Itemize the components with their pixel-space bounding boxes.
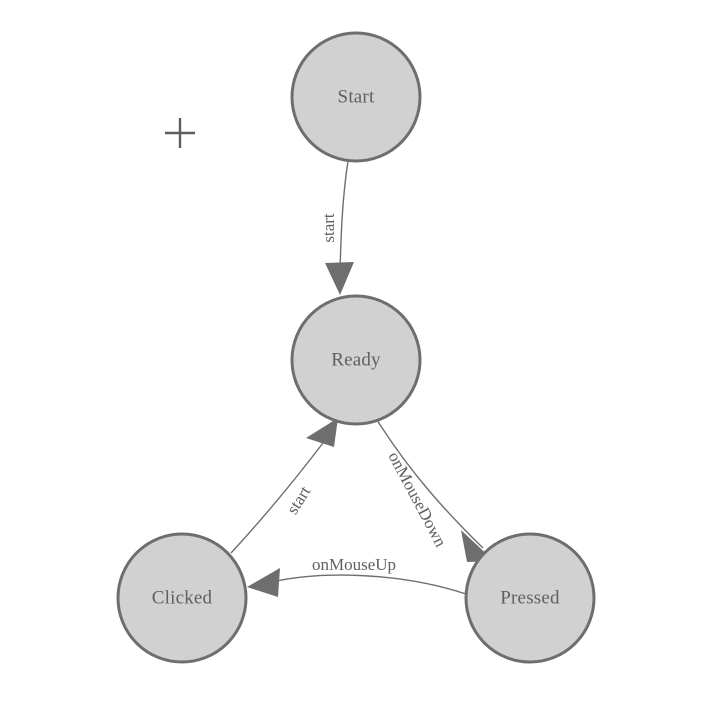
node-clicked-circle xyxy=(116,532,248,664)
edge-clicked-to-ready-path xyxy=(230,442,324,554)
edge-clicked-to-ready-arrowhead xyxy=(306,418,338,447)
node-clicked-label: Clicked xyxy=(152,587,213,608)
edge-clicked-to-ready[interactable]: start xyxy=(230,418,338,554)
crosshair-cursor-icon xyxy=(165,118,195,148)
node-pressed[interactable]: Pressed xyxy=(464,532,596,664)
node-start[interactable]: Start xyxy=(290,31,422,163)
edge-ready-to-pressed-label: onMouseDown xyxy=(384,449,450,551)
node-ready-label: Ready xyxy=(331,349,381,370)
node-start-circle xyxy=(290,31,422,163)
edge-pressed-to-clicked-arrowhead xyxy=(247,568,280,597)
node-pressed-label: Pressed xyxy=(500,587,560,608)
node-pressed-circle xyxy=(464,532,596,664)
edge-start-to-ready-arrowhead xyxy=(325,262,354,295)
edge-start-to-ready-label: start xyxy=(319,213,338,243)
node-start-label: Start xyxy=(338,86,375,107)
node-ready[interactable]: Ready xyxy=(290,294,422,426)
edge-pressed-to-clicked[interactable]: onMouseUp xyxy=(247,555,467,597)
node-ready-circle xyxy=(290,294,422,426)
edge-pressed-to-clicked-path xyxy=(271,574,467,595)
edge-ready-to-pressed-path xyxy=(376,419,484,549)
edge-ready-to-pressed[interactable]: onMouseDown xyxy=(376,419,494,562)
node-clicked[interactable]: Clicked xyxy=(116,532,248,664)
edge-start-to-ready[interactable]: start xyxy=(319,160,354,295)
edge-start-to-ready-path xyxy=(339,160,349,271)
edge-pressed-to-clicked-label: onMouseUp xyxy=(312,555,396,574)
